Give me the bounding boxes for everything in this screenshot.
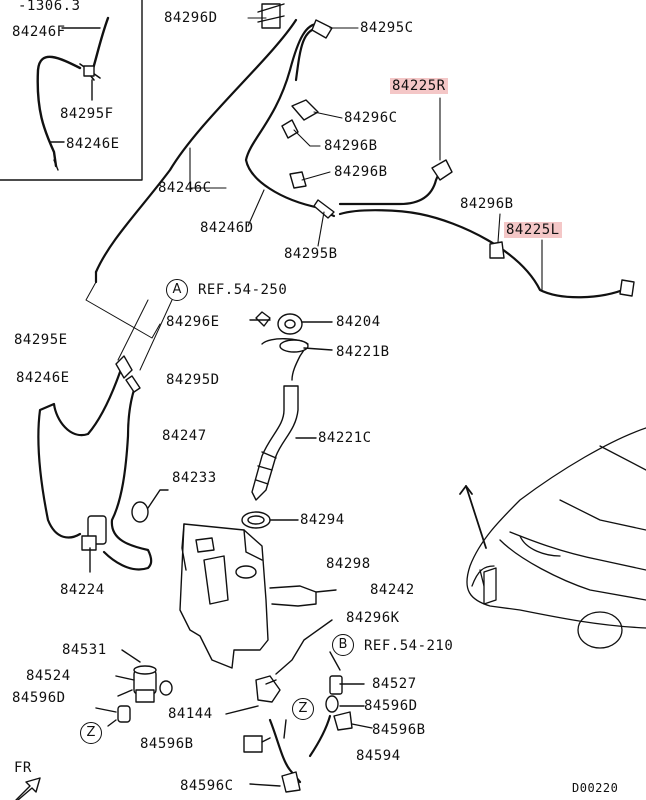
vehicle-outline xyxy=(459,427,646,649)
vehicle-nozzle xyxy=(483,567,497,605)
part-label-84596B-left: 84596B xyxy=(140,736,194,752)
part-label-84594: 84594 xyxy=(356,748,401,764)
pump-84224 xyxy=(81,515,107,573)
inset-code-label: -1306.3 xyxy=(18,0,81,14)
part-label-84524: 84524 xyxy=(26,668,71,684)
upper-hoses xyxy=(94,18,630,299)
part-label-84295B: 84295B xyxy=(284,246,338,262)
inset-hose xyxy=(36,16,110,171)
part-label-84596D-left: 84596D xyxy=(12,690,66,706)
part-label-84221B: 84221B xyxy=(336,344,390,360)
part-label-84246E-inset: 84246E xyxy=(66,136,120,152)
reservoir-84242 xyxy=(179,523,337,669)
grommet-84233 xyxy=(131,489,169,523)
part-label-84246F: 84246F xyxy=(12,24,66,40)
part-label-84225L: 84225L xyxy=(504,222,562,238)
filler-neck-84221B xyxy=(261,338,333,381)
part-label-84247: 84247 xyxy=(162,428,207,444)
motor-84531 xyxy=(115,649,173,703)
part-label-84204: 84204 xyxy=(336,314,381,330)
nozzle-connectors xyxy=(115,355,141,393)
front-label: FR xyxy=(14,760,32,776)
diagram-code: D00220 xyxy=(572,781,619,795)
clip-left xyxy=(95,705,131,727)
connector-lines xyxy=(85,281,173,371)
seal-84294 xyxy=(241,511,299,529)
filler-tube-84221C xyxy=(251,385,317,501)
part-label-84527: 84527 xyxy=(372,676,417,692)
part-label-84298: 84298 xyxy=(326,556,371,572)
reference-label-54-210: REF.54-210 xyxy=(364,638,454,654)
part-label-84295F: 84295F xyxy=(60,106,114,122)
harness-84594 xyxy=(268,714,332,784)
part-label-84296D: 84296D xyxy=(164,10,218,26)
part-label-84296B-3: 84296B xyxy=(460,196,514,212)
inset-frame xyxy=(0,0,143,181)
harness-clips xyxy=(243,651,373,793)
part-label-84596D-right: 84596D xyxy=(364,698,418,714)
part-label-84596C: 84596C xyxy=(180,778,234,794)
part-label-84295E: 84295E xyxy=(14,332,68,348)
part-label-84221C: 84221C xyxy=(318,430,372,446)
part-label-84246D: 84246D xyxy=(200,220,254,236)
part-label-84296K: 84296K xyxy=(346,610,400,626)
callout-A: A xyxy=(166,279,188,301)
part-label-84596B-right: 84596B xyxy=(372,722,426,738)
reference-label-54-250: REF.54-250 xyxy=(198,282,288,298)
part-label-84225R: 84225R xyxy=(390,78,448,94)
part-label-84242: 84242 xyxy=(370,582,415,598)
cap-84204 xyxy=(249,311,333,335)
part-label-84295D: 84295D xyxy=(166,372,220,388)
part-label-84224: 84224 xyxy=(60,582,105,598)
part-label-84294: 84294 xyxy=(300,512,345,528)
callout-B: B xyxy=(332,634,354,656)
left-hoses xyxy=(37,370,153,571)
part-label-84144: 84144 xyxy=(168,706,213,722)
connector-84144 xyxy=(225,619,333,715)
part-label-84296B-2: 84296B xyxy=(334,164,388,180)
part-label-84296E: 84296E xyxy=(166,314,220,330)
callout-Z-mid: Z xyxy=(292,698,314,720)
part-label-84296C: 84296C xyxy=(344,110,398,126)
front-arrow-icon xyxy=(15,777,41,800)
part-label-84233: 84233 xyxy=(172,470,217,486)
callout-Z-left: Z xyxy=(80,722,102,744)
part-label-84296B-1: 84296B xyxy=(324,138,378,154)
upper-leaders xyxy=(189,17,543,291)
part-label-84246E: 84246E xyxy=(16,370,70,386)
part-label-84531: 84531 xyxy=(62,642,107,658)
part-label-84246C: 84246C xyxy=(158,180,212,196)
part-label-84295C: 84295C xyxy=(360,20,414,36)
upper-fittings xyxy=(257,3,635,297)
